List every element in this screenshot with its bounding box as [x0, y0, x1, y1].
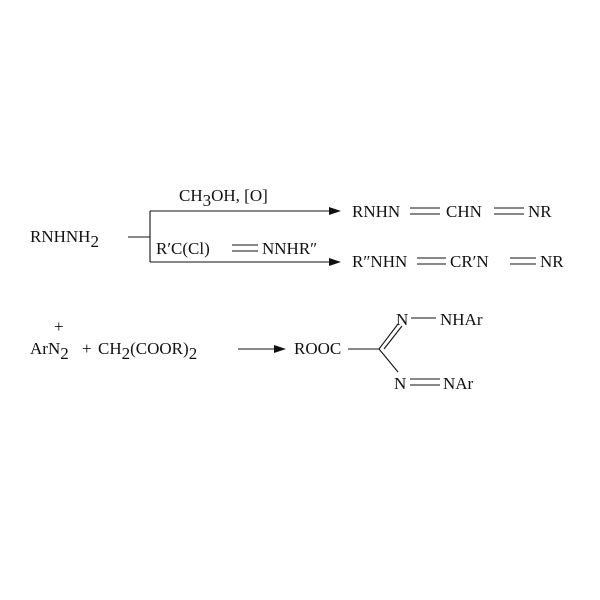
lower-arrow-head: [329, 258, 341, 266]
upper-product-part-1: RNHN: [352, 202, 400, 221]
malonate-ester: CH2(COOR)2: [98, 339, 197, 363]
upper-product-part-3: NR: [528, 202, 552, 221]
product-bottom-group: NAr: [443, 374, 474, 393]
product-ester-group: ROOC: [294, 339, 341, 358]
lower-product-part-1: R″NHN: [352, 252, 407, 271]
upper-product-part-2: CHN: [446, 202, 482, 221]
lower-reagent-part-1: R′C(Cl): [156, 239, 210, 258]
product-top-group: NHAr: [440, 310, 483, 329]
reactant-hydrazine: RNHNH2: [30, 227, 99, 251]
upper-arrow-head: [329, 207, 341, 215]
double-bond: [383, 325, 403, 350]
diazonium-charge: +: [54, 317, 64, 336]
diazonium-salt: ArN2: [30, 339, 69, 363]
plus-sign: +: [82, 339, 92, 358]
double-bond: [378, 323, 399, 350]
lower-product-part-3: NR: [540, 252, 564, 271]
reaction-1: RNHNH2 CH3OH, [O] RNHN CHN NR R′C(Cl) NN…: [30, 186, 564, 271]
upper-reagent: CH3OH, [O]: [179, 186, 268, 210]
reaction-2-arrow-head: [274, 345, 286, 353]
product-top-nitrogen: N: [396, 310, 408, 329]
lower-product-part-2: CR′N: [450, 252, 489, 271]
single-bond: [378, 348, 399, 373]
product-bottom-nitrogen: N: [394, 374, 406, 393]
lower-reagent-part-2: NNHR″: [262, 239, 317, 258]
reaction-2: + ArN2 + CH2(COOR)2 ROOC N NHAr N NAr: [30, 310, 483, 393]
